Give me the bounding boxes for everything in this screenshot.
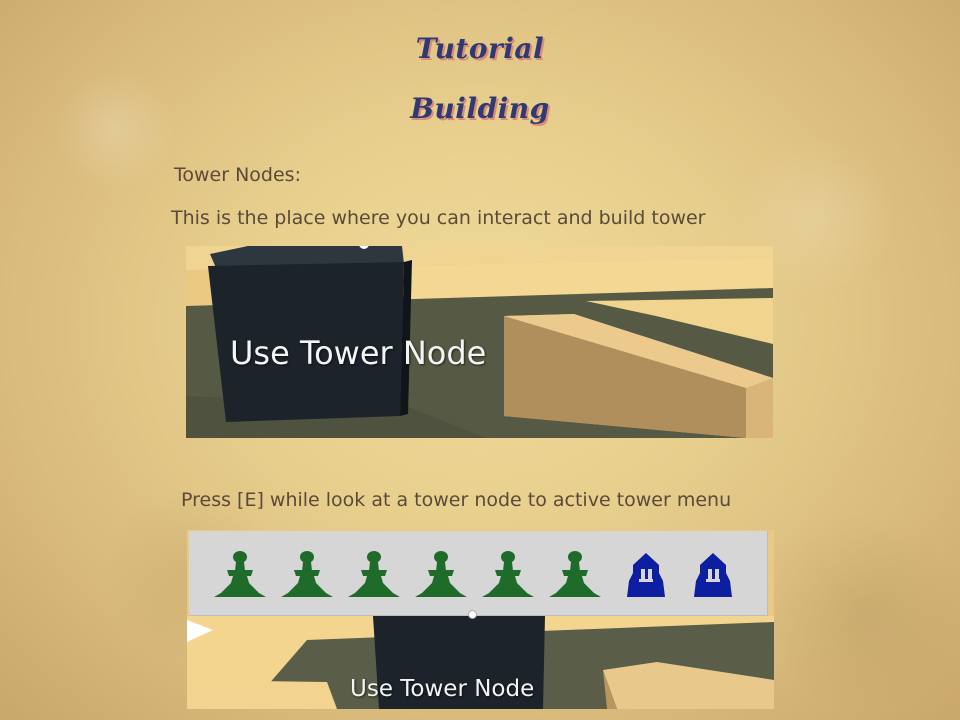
instruction-text: Press [E] while look at a tower node to … bbox=[181, 489, 732, 511]
green-tower-icon[interactable] bbox=[546, 551, 604, 601]
green-tower-icon[interactable] bbox=[412, 551, 470, 601]
game-scene-1 bbox=[186, 246, 773, 438]
section-description: This is the place where you can interact… bbox=[171, 207, 706, 229]
green-tower-icon[interactable] bbox=[278, 551, 336, 601]
green-tower-icon[interactable] bbox=[479, 551, 537, 601]
tower-node-screenshot: Use Tower Node bbox=[186, 246, 773, 438]
page-subtitle: Building bbox=[410, 92, 550, 125]
blue-tower-icon[interactable] bbox=[684, 551, 742, 601]
crosshair-dot bbox=[468, 610, 477, 619]
blue-tower-icon[interactable] bbox=[617, 551, 675, 601]
page-title: Tutorial bbox=[415, 32, 545, 65]
tower-menu-screenshot: Use Tower Node bbox=[187, 530, 774, 709]
use-tower-node-prompt: Use Tower Node bbox=[230, 334, 487, 372]
green-tower-icon[interactable] bbox=[345, 551, 403, 601]
green-tower-icon[interactable] bbox=[211, 551, 269, 601]
section-heading: Tower Nodes: bbox=[174, 164, 301, 186]
tower-menu bbox=[189, 531, 768, 616]
use-tower-node-prompt: Use Tower Node bbox=[350, 676, 535, 702]
